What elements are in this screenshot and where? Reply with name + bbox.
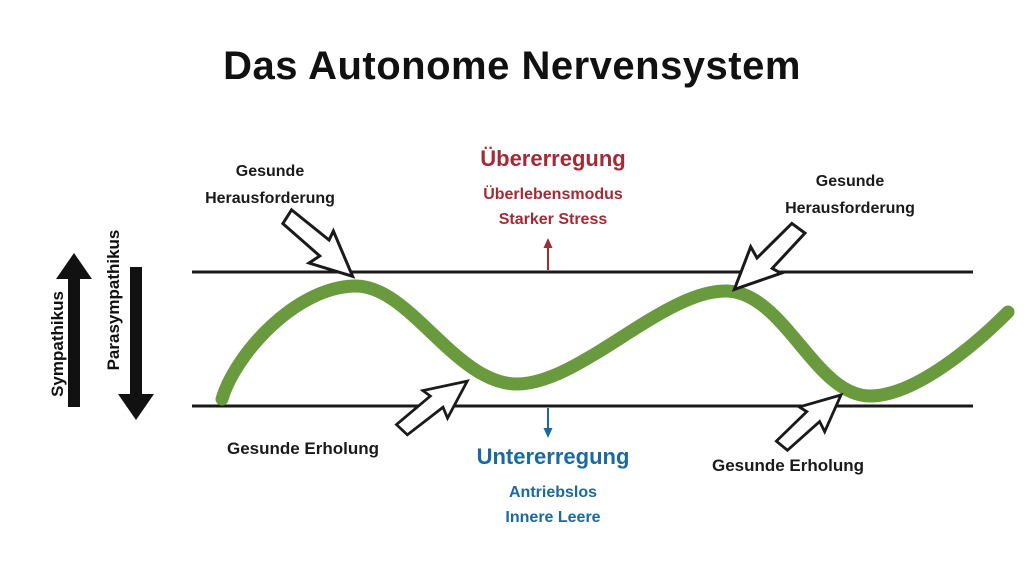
parasympathikus-label: Parasympathikus [104,229,123,371]
challenge-label-left: Gesunde Herausforderung [160,158,380,212]
hypoarousal-zone-text: Untererregung Antriebslos Innere Leere [403,444,703,530]
sympathikus-label: Sympathikus [48,291,67,397]
parasympathikus-down-arrow-icon [118,267,154,420]
challenge-arrow-right-icon [719,211,816,306]
hyperarousal-line2: Starker Stress [498,211,608,228]
hyperarousal-line1: Überlebensmodus [483,186,623,203]
sympathikus-up-arrow-icon [56,253,92,407]
hypoarousal-marker-arrow-icon [543,408,553,438]
hypoarousal-line1: Antriebslos [508,484,597,501]
challenge-label-right-line1: Gesunde [815,173,885,190]
recovery-label-left: Gesunde Erholung [226,439,380,458]
challenge-label-left-line1: Gesunde [235,163,305,180]
hyperarousal-marker-arrow-icon [543,238,553,270]
hyperarousal-zone-text: Übererregung Überlebensmodus Starker Str… [403,146,703,232]
challenge-label-right-line2: Herausforderung [785,200,915,217]
recovery-label-right: Gesunde Erholung [711,456,865,475]
nervous-system-wave [215,279,1015,406]
challenge-arrow-left-icon [271,198,368,293]
challenge-label-right: Gesunde Herausforderung [740,168,960,222]
page-title: Das Autonome Nervensystem [223,44,801,88]
challenge-label-left-line2: Herausforderung [205,190,335,207]
hyperarousal-title: Übererregung [480,146,626,171]
hypoarousal-line2: Innere Leere [505,509,601,526]
hypoarousal-title: Untererregung [476,444,630,469]
